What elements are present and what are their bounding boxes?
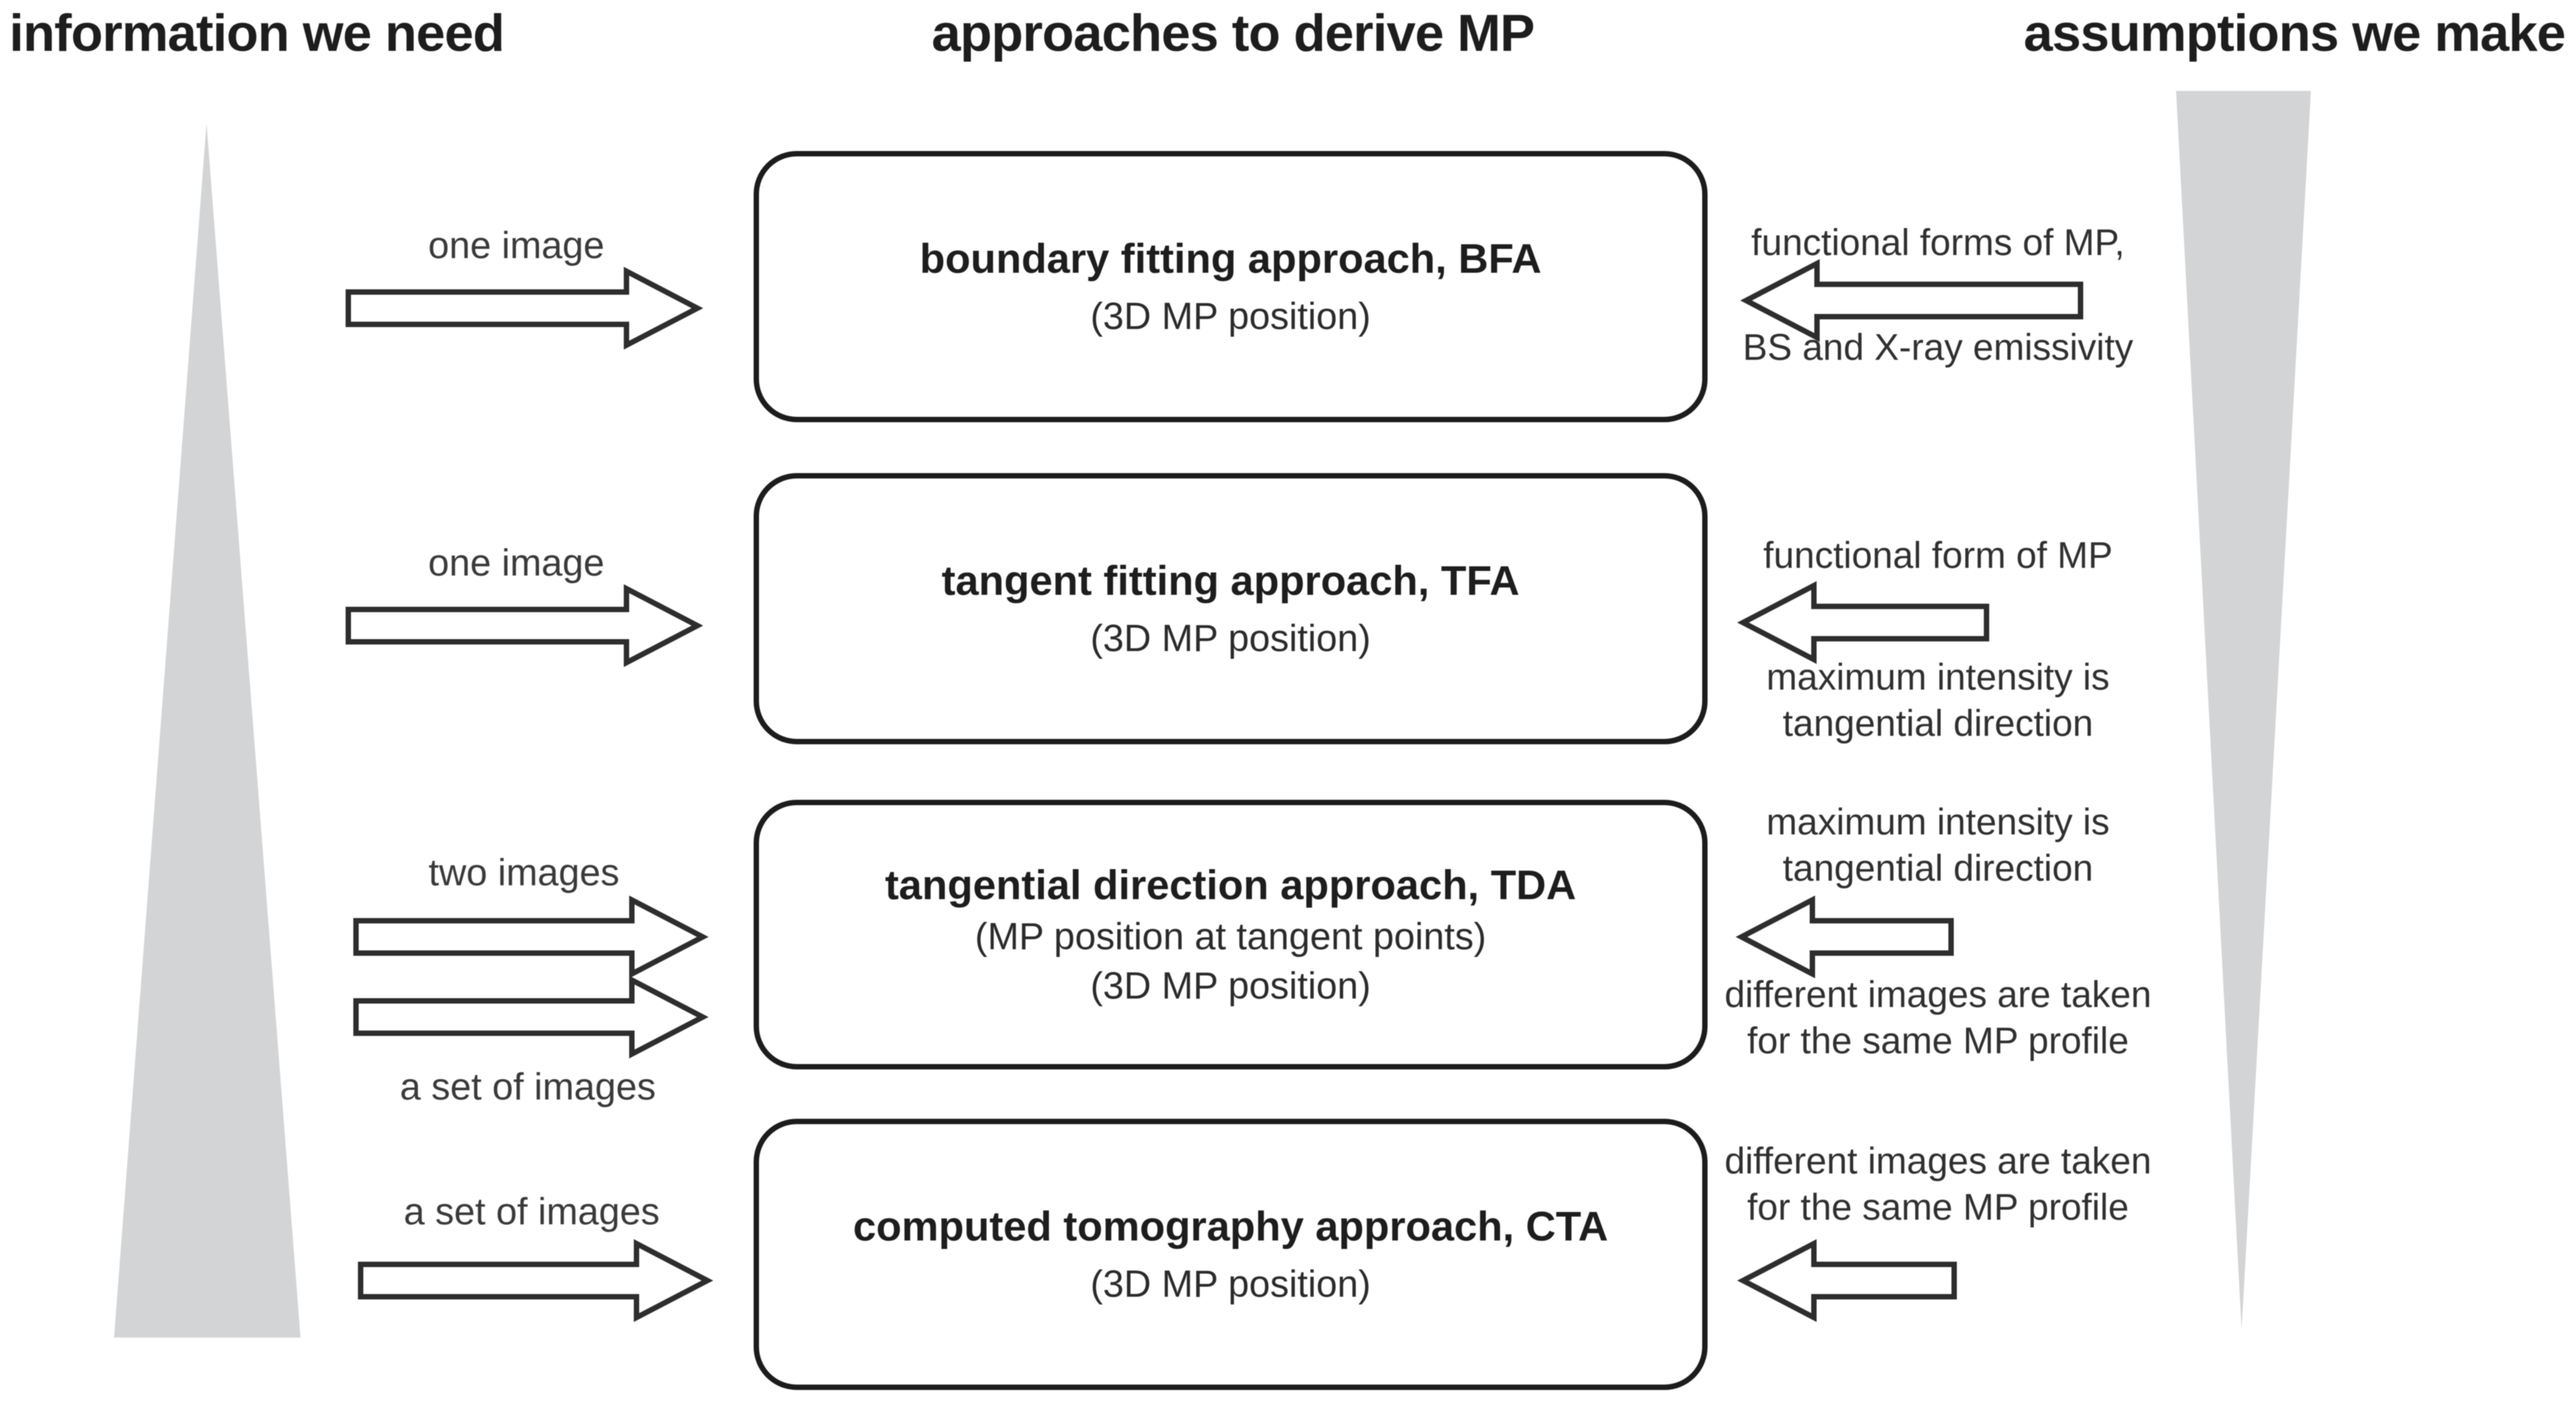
assumption-above-tda: maximum intensity is tangential directio… [1718, 800, 2158, 892]
approach-title-bfa: boundary fitting approach, BFA [919, 236, 1542, 282]
approach-output-cta: (3D MP position) [1090, 1264, 1371, 1305]
assumption-below-bfa: BS and X-ray emissivity [1718, 325, 2158, 371]
input-label-tda-bottom: a set of images [399, 1066, 657, 1108]
approach-box-bfa: boundary fitting approach, BFA (3D MP po… [754, 151, 1708, 422]
approach-output-tda-2: (3D MP position) [1090, 965, 1371, 1007]
assumption-line: functional form of MP [1763, 535, 2113, 576]
input-label-tfa: one image [428, 542, 605, 584]
approach-output-tda-1: (MP position at tangent points) [975, 916, 1486, 958]
assumption-line: for the same MP profile [1747, 1187, 2129, 1228]
input-arrow-tda-top-icon [353, 895, 709, 979]
input-arrow-bfa-icon [345, 267, 704, 350]
assumption-line: functional forms of MP, [1751, 223, 2125, 264]
input-arrow-tfa-icon [345, 584, 704, 667]
assumption-arrow-cta-icon [1737, 1239, 1957, 1322]
assumption-line: different images are taken [1724, 975, 2152, 1016]
column-header-information: information we need [9, 4, 505, 62]
assumptions-amount-triangle-icon [2176, 91, 2311, 1330]
input-label-bfa: one image [428, 225, 605, 267]
approach-title-cta: computed tomography approach, CTA [852, 1204, 1609, 1250]
assumption-line: different images are taken [1724, 1141, 2152, 1182]
assumption-arrow-tda-icon [1735, 895, 1954, 979]
approach-box-tfa: tangent fitting approach, TFA (3D MP pos… [754, 473, 1708, 744]
input-arrow-cta-icon [358, 1239, 714, 1322]
input-label-cta: a set of images [403, 1191, 660, 1233]
approach-title-tfa: tangent fitting approach, TFA [942, 558, 1520, 604]
assumption-above-tfa: functional form of MP [1718, 533, 2158, 579]
assumption-line: BS and X-ray emissivity [1742, 327, 2134, 368]
assumption-line: maximum intensity is [1766, 802, 2110, 843]
column-header-assumptions: assumptions we make [2024, 4, 2566, 62]
assumption-arrow-bfa-icon [1740, 259, 2084, 342]
assumption-above-cta: different images are taken for the same … [1718, 1139, 2158, 1231]
approach-title-tda: tangential direction approach, TDA [885, 862, 1577, 908]
column-header-approaches: approaches to derive MP [932, 4, 1535, 62]
input-label-tda-top: two images [428, 852, 620, 894]
assumption-below-tda: different images are taken for the same … [1718, 972, 2158, 1065]
assumption-line: maximum intensity is [1766, 657, 2110, 698]
assumption-line: tangential direction [1782, 703, 2094, 744]
assumption-above-bfa: functional forms of MP, [1718, 220, 2158, 267]
assumption-line: tangential direction [1782, 848, 2094, 889]
approach-output-tfa: (3D MP position) [1090, 618, 1371, 660]
approach-box-tda: tangential direction approach, TDA (MP p… [754, 800, 1708, 1069]
information-amount-triangle-icon [114, 123, 301, 1338]
assumption-arrow-tfa-icon [1737, 581, 1990, 664]
assumption-below-tfa: maximum intensity is tangential directio… [1718, 655, 2158, 747]
approach-box-cta: computed tomography approach, CTA (3D MP… [754, 1119, 1708, 1390]
input-arrow-tda-bottom-icon [353, 975, 709, 1059]
approach-output-bfa: (3D MP position) [1090, 296, 1371, 337]
assumption-line: for the same MP profile [1747, 1021, 2129, 1062]
